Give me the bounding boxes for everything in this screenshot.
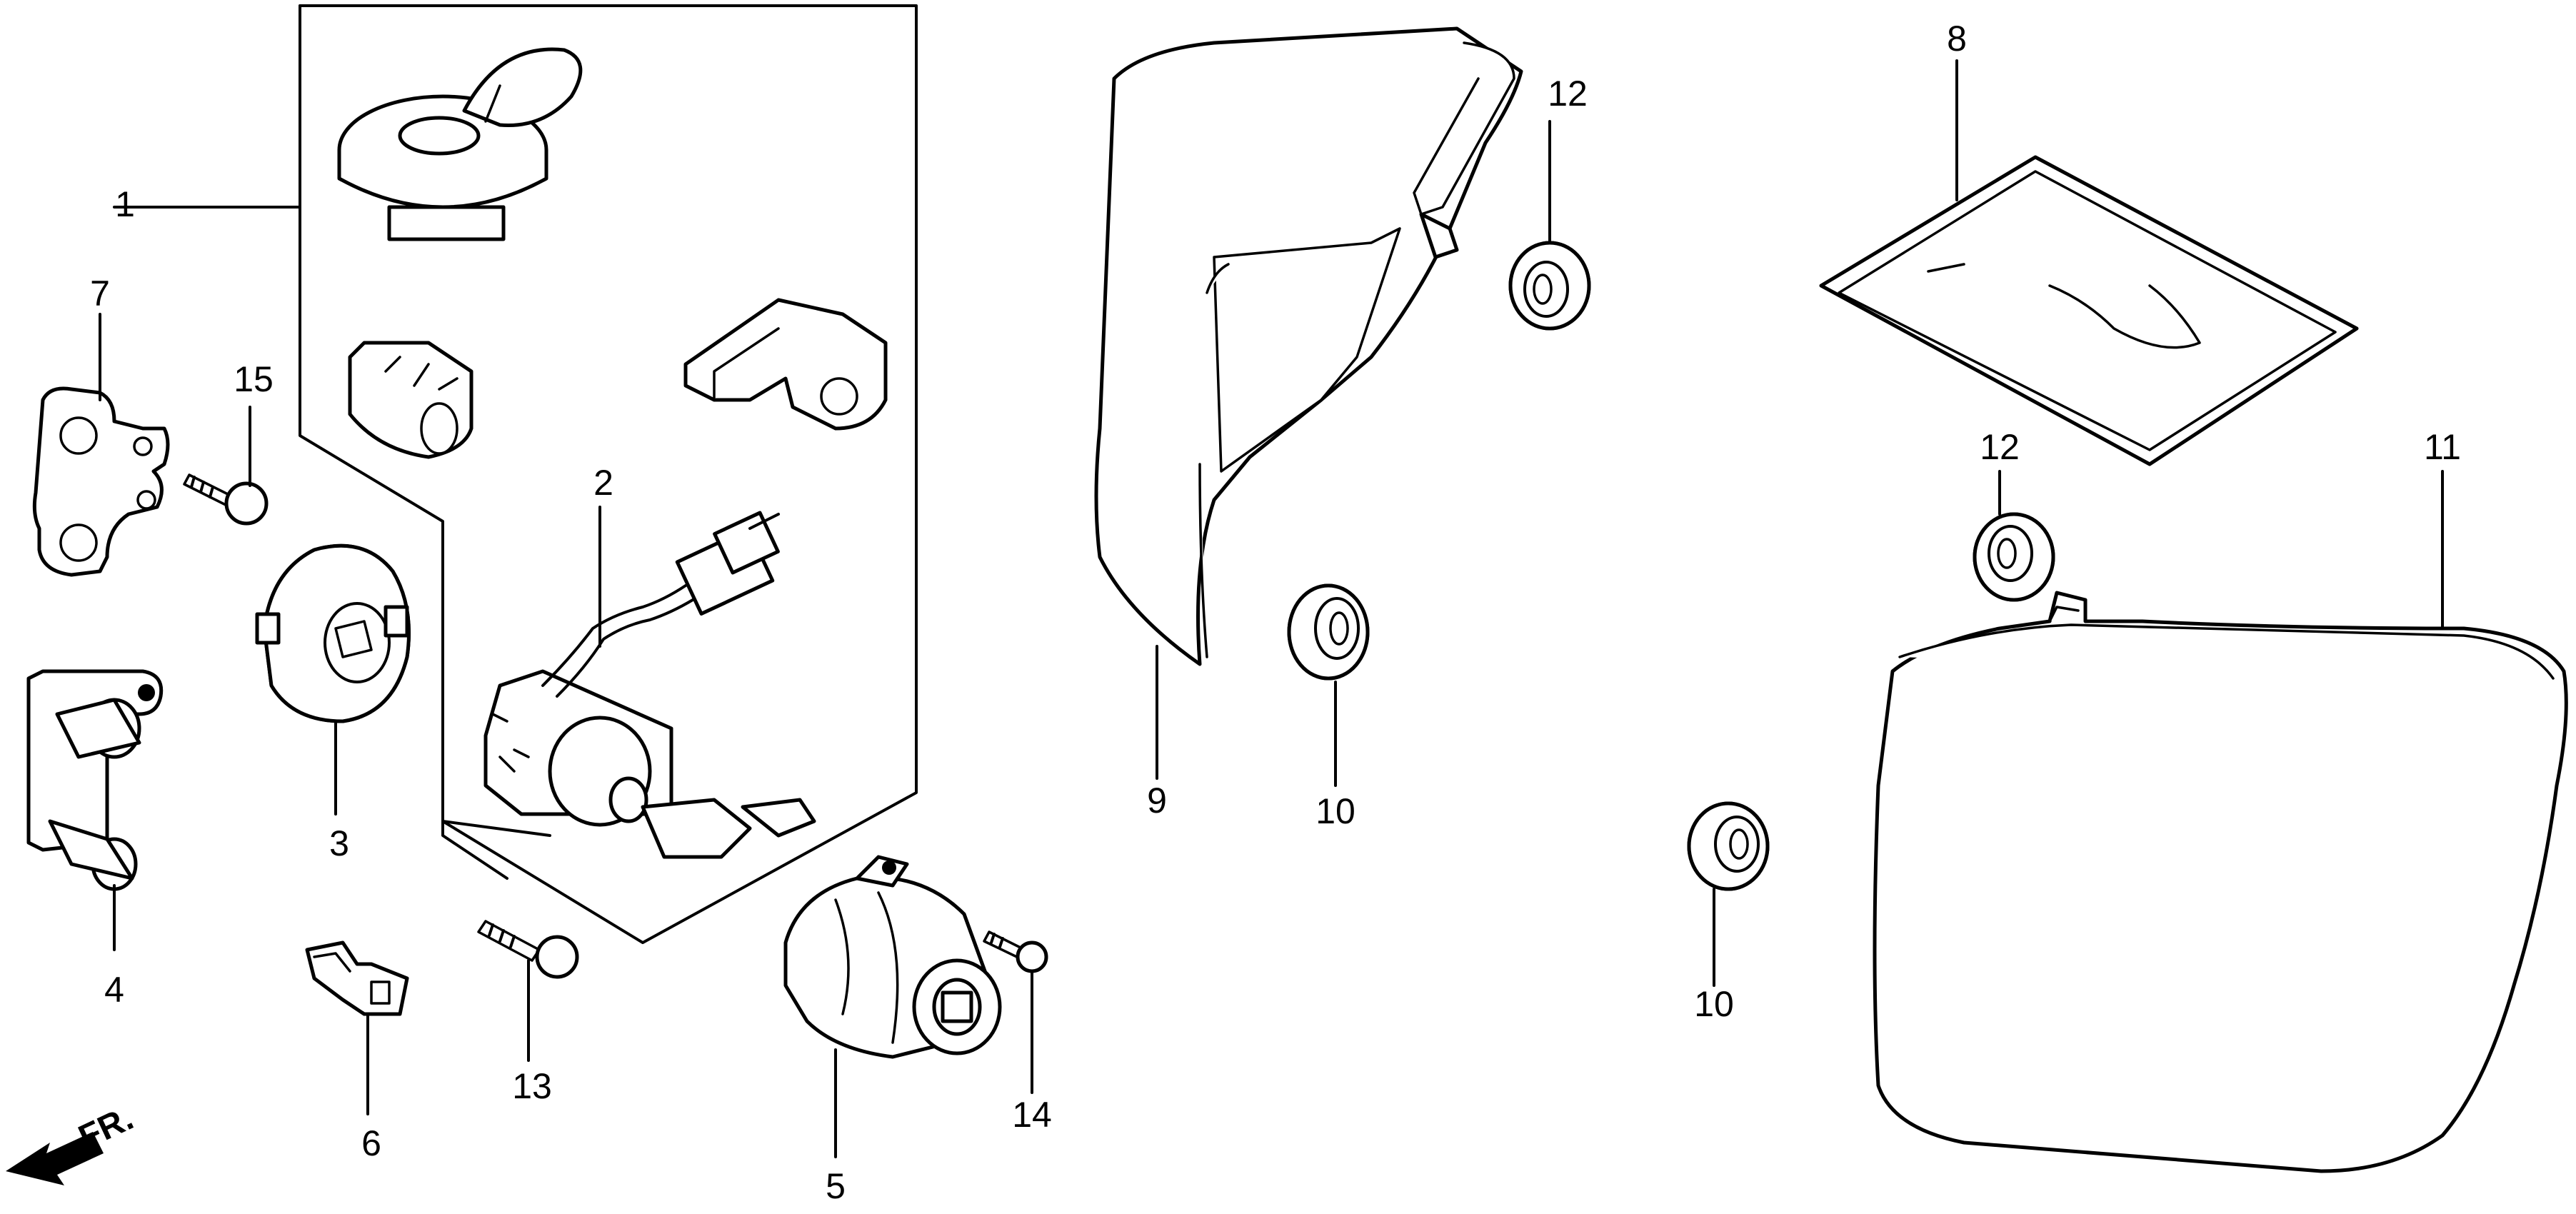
part-2-lock-cylinder <box>483 511 816 859</box>
callout-13: 13 <box>512 1066 552 1106</box>
callout-4: 4 <box>104 970 124 1010</box>
callout-1: 1 <box>115 184 135 224</box>
kit-retainer-block <box>348 341 473 459</box>
kit-group-outline <box>113 4 918 944</box>
part-7-mounting-plate <box>32 386 170 577</box>
callout-10b: 10 <box>1694 984 1734 1024</box>
callout-9: 9 <box>1147 781 1167 821</box>
part-10-grommet-a <box>1287 583 1370 681</box>
callout-labels: 1 2 3 4 5 6 7 8 9 10 10 11 12 12 13 14 1… <box>90 19 2461 1206</box>
callout-5: 5 <box>826 1166 846 1206</box>
part-3-lock-body <box>255 543 411 723</box>
front-arrow-icon: FR. <box>6 1099 139 1185</box>
callout-10a: 10 <box>1315 791 1355 831</box>
part-12-grommet-a <box>1508 241 1591 331</box>
part-9-housing-cover <box>1094 26 1523 666</box>
part-8-pad <box>1819 155 2359 466</box>
kit-cap-assembly <box>337 47 583 241</box>
part-15-screw <box>183 473 269 526</box>
part-10-grommet-b <box>1687 801 1770 891</box>
callout-12a: 12 <box>1548 74 1588 114</box>
part-4-hinge-bracket <box>26 669 164 891</box>
leader-lines <box>99 59 2444 1158</box>
callout-3: 3 <box>329 823 349 863</box>
callout-12b: 12 <box>1980 427 2020 467</box>
callout-7: 7 <box>90 274 110 313</box>
callout-6: 6 <box>361 1123 381 1163</box>
part-6-key <box>305 940 409 1016</box>
part-5-lock-housing <box>783 855 1002 1059</box>
callout-8: 8 <box>1947 19 1967 59</box>
callout-15: 15 <box>234 359 274 399</box>
part-13-screw <box>477 920 579 979</box>
part-14-screw <box>983 930 1048 973</box>
callout-11: 11 <box>2424 427 2461 467</box>
callout-14: 14 <box>1012 1095 1052 1135</box>
part-12-grommet-b <box>1973 512 2055 602</box>
part-11-mirror-housing <box>1873 591 2568 1173</box>
kit-latch-clip <box>683 298 888 431</box>
callout-2: 2 <box>593 463 613 503</box>
